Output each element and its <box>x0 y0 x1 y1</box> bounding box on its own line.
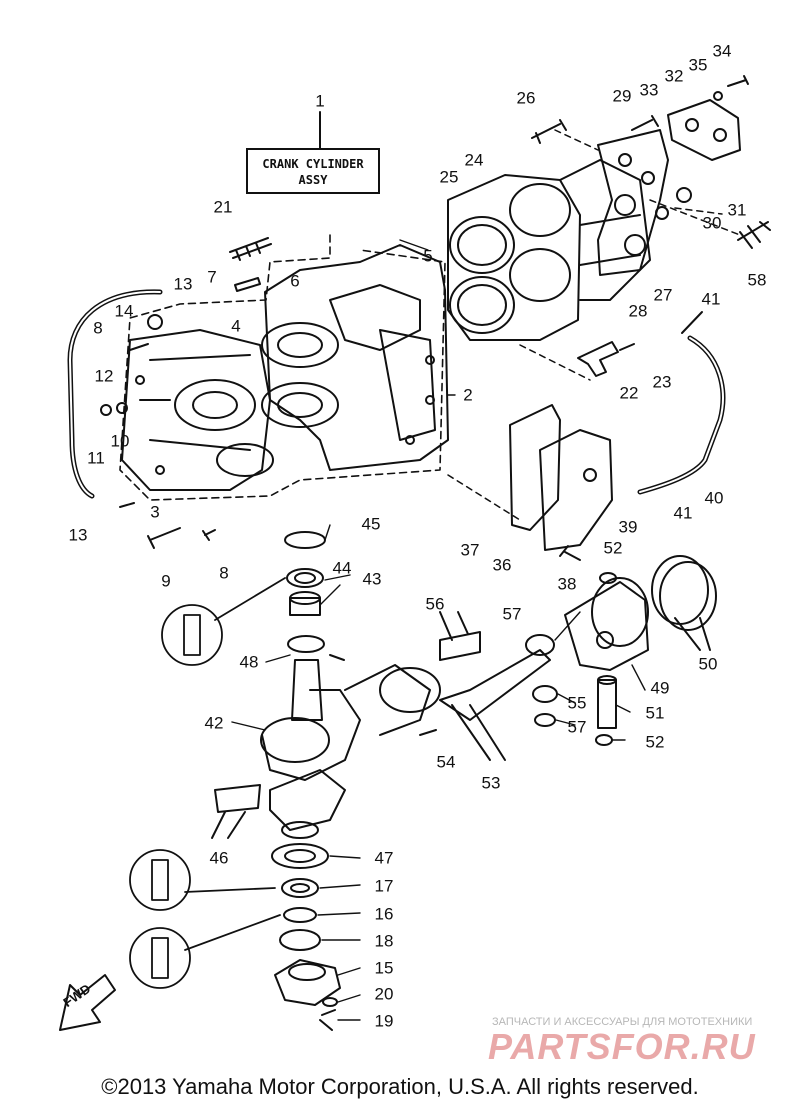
hose-40 <box>637 335 726 495</box>
part-label: 27 <box>653 285 673 305</box>
part-label: 16 <box>374 904 394 924</box>
part-label: 20 <box>374 984 394 1004</box>
part-label: 45 <box>361 514 381 534</box>
part-label: 51 <box>645 703 665 723</box>
part-label: 35 <box>688 55 708 75</box>
part-label: 8 <box>93 318 103 338</box>
part-label: 13 <box>173 274 193 294</box>
crankshaft <box>260 659 441 839</box>
part-label: 18 <box>374 931 394 951</box>
crankcase <box>121 244 449 491</box>
part-label: 37 <box>460 540 480 560</box>
crank-cylinder-assy-box: CRANK CYLINDER ASSY <box>246 148 380 194</box>
part-label: 52 <box>603 538 623 558</box>
part-label: 48 <box>239 652 259 672</box>
part-label: 31 <box>727 200 747 220</box>
part-label: 50 <box>698 654 718 674</box>
crankcase-outline <box>119 234 446 501</box>
part-label: 43 <box>362 569 382 589</box>
part-label: 47 <box>374 848 394 868</box>
part-label: 30 <box>702 213 722 233</box>
part-label: 14 <box>114 301 134 321</box>
part-label: 4 <box>231 316 241 336</box>
part-label: 42 <box>204 713 224 733</box>
part-label: 41 <box>673 503 693 523</box>
part-label: 17 <box>374 876 394 896</box>
part-label: 41 <box>701 289 721 309</box>
cover-36 <box>539 429 613 551</box>
part-label: 2 <box>463 385 473 405</box>
part-label: 46 <box>209 848 229 868</box>
watermark-tagline: ЗАПЧАСТИ И АКСЕССУАРЫ ДЛЯ МОТОТЕХНИКИ <box>492 1016 753 1028</box>
part-label: 9 <box>161 571 171 591</box>
piston <box>564 581 649 671</box>
part-label: 26 <box>516 88 536 108</box>
part-label: 15 <box>374 958 394 978</box>
part-label: 34 <box>712 41 732 61</box>
part-label: 1 <box>315 91 325 111</box>
part-label: 21 <box>213 197 233 217</box>
watermark-logo: PARTSFOR.RU <box>488 1026 756 1067</box>
part-label: 53 <box>481 773 501 793</box>
part-label: 54 <box>436 752 456 772</box>
part-label: 29 <box>612 86 632 106</box>
part-label: 57 <box>567 717 587 737</box>
part-label: 24 <box>464 150 484 170</box>
part-label: 28 <box>628 301 648 321</box>
part-label: 6 <box>290 271 300 291</box>
part-label: 11 <box>87 448 105 468</box>
part-label: 36 <box>492 555 512 575</box>
fwd-arrow <box>59 974 116 1031</box>
copyright-notice: ©2013 Yamaha Motor Corporation, U.S.A. A… <box>101 1074 699 1099</box>
part-label: 56 <box>425 594 445 614</box>
title-line-1: CRANK CYLINDER <box>262 157 364 171</box>
part-label: 7 <box>207 267 217 287</box>
part-label: 32 <box>664 66 684 86</box>
part-label: 5 <box>423 246 433 266</box>
cylinder-head <box>597 129 669 276</box>
part-label: 58 <box>747 270 767 290</box>
cylinder-block <box>447 159 651 341</box>
part-label: 49 <box>650 678 670 698</box>
title-line-2: ASSY <box>298 173 328 187</box>
part-label: 22 <box>619 383 639 403</box>
part-label: 40 <box>704 488 724 508</box>
part-label: 52 <box>645 732 665 752</box>
connecting-rod <box>439 649 551 721</box>
part-label: 12 <box>94 366 114 386</box>
gasket-33 <box>667 99 741 161</box>
part-label: 39 <box>618 517 638 537</box>
part-label: 33 <box>639 80 659 100</box>
gasket-37 <box>509 404 561 531</box>
part-label: 19 <box>374 1011 394 1031</box>
part-label: 57 <box>502 604 522 624</box>
part-label: 13 <box>68 525 88 545</box>
part-label: 55 <box>567 693 587 713</box>
part-label: 3 <box>150 502 160 522</box>
part-label: 23 <box>652 372 672 392</box>
part-label: 38 <box>557 574 577 594</box>
part-label: 44 <box>332 558 352 578</box>
part-label: 8 <box>219 563 229 583</box>
part-label: 10 <box>110 431 130 451</box>
part-label: 25 <box>439 167 459 187</box>
detail-callouts <box>129 577 286 989</box>
hose-12 <box>67 289 163 499</box>
lower-housing <box>274 959 341 1006</box>
